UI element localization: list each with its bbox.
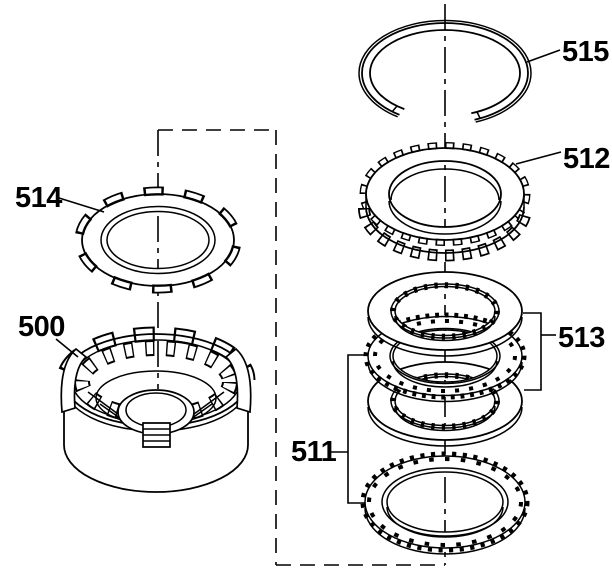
label-513: 513 — [558, 322, 605, 354]
leader-514 — [58, 197, 105, 213]
bore-lower-arc — [394, 405, 496, 432]
bore-lower-arc — [386, 506, 504, 538]
part-512-backing-plate — [358, 142, 532, 262]
label-515: 515 — [562, 36, 609, 68]
label-511: 511 — [291, 436, 337, 468]
inner-spline-teeth — [390, 372, 500, 430]
bore-edge — [106, 210, 210, 270]
thickness-edge — [367, 361, 523, 403]
plate-fill — [363, 453, 528, 551]
thickness-edge — [367, 316, 523, 357]
spoke-left-1 — [87, 391, 119, 415]
snap-ring-outer-edge — [361, 22, 529, 124]
snap-ring-gap-end-left — [391, 105, 398, 113]
serrated-outer-edge — [360, 451, 530, 553]
outer-edge — [367, 361, 523, 441]
bore-lower-arc — [392, 360, 498, 388]
annotations: 515 512 513 511 514 500 — [15, 36, 610, 504]
drum-bottom-edge — [63, 444, 249, 493]
snap-ring-outer-edge-2 — [358, 19, 532, 127]
outer-edge — [364, 455, 526, 549]
outer-teeth-dark — [359, 142, 531, 246]
clutch-plate-stack — [363, 271, 527, 447]
outer-edge — [367, 315, 523, 397]
serrated-outer-edge — [363, 312, 527, 400]
label-512: 512 — [563, 143, 610, 175]
guide-ear-right — [224, 347, 252, 414]
bore-edge — [394, 375, 496, 427]
part-514-apply-plate — [74, 186, 242, 294]
leader-512 — [515, 151, 562, 165]
steel-plate-upper — [367, 271, 523, 357]
outer-tabs-light — [76, 188, 240, 292]
part-515-snap-ring — [358, 19, 532, 127]
bore-lower-arc — [394, 315, 496, 342]
outer-edge — [367, 271, 523, 351]
plate-bottom-edge — [365, 206, 525, 254]
snap-ring-gap-end-right — [476, 111, 481, 119]
bore-edge — [386, 471, 504, 533]
spoke-right-1 — [193, 391, 225, 415]
friction-segment-ring — [373, 319, 517, 393]
snap-ring-inner-edge — [369, 29, 521, 117]
inner-spline-teeth — [390, 282, 500, 340]
thickness-edge — [364, 507, 526, 555]
side-teeth-light — [359, 207, 531, 260]
label-514: 514 — [15, 182, 62, 214]
label-500: 500 — [18, 311, 65, 343]
inner-edge — [100, 205, 216, 275]
part-500-clutch-drum — [56, 326, 256, 493]
bore-lower-arc — [388, 200, 502, 235]
guide-ear-left — [60, 347, 88, 414]
plate-bore-edge — [388, 160, 502, 228]
friction-segment-ring — [367, 457, 523, 547]
inner-edge — [389, 327, 501, 385]
outer-edge — [81, 193, 235, 287]
bracket-513 — [523, 312, 542, 391]
plate-face-fill — [364, 148, 526, 256]
bore-wall-arc — [390, 168, 500, 201]
leader-500 — [55, 338, 79, 358]
bore-edge — [392, 329, 498, 383]
leader-515 — [526, 49, 561, 63]
bore-edge — [394, 285, 496, 337]
thickness-edge — [367, 406, 523, 447]
friction-plate-bottom — [360, 451, 530, 555]
bracket-511 — [347, 354, 366, 504]
plate-fill — [81, 193, 235, 287]
inner-edge — [381, 467, 509, 537]
